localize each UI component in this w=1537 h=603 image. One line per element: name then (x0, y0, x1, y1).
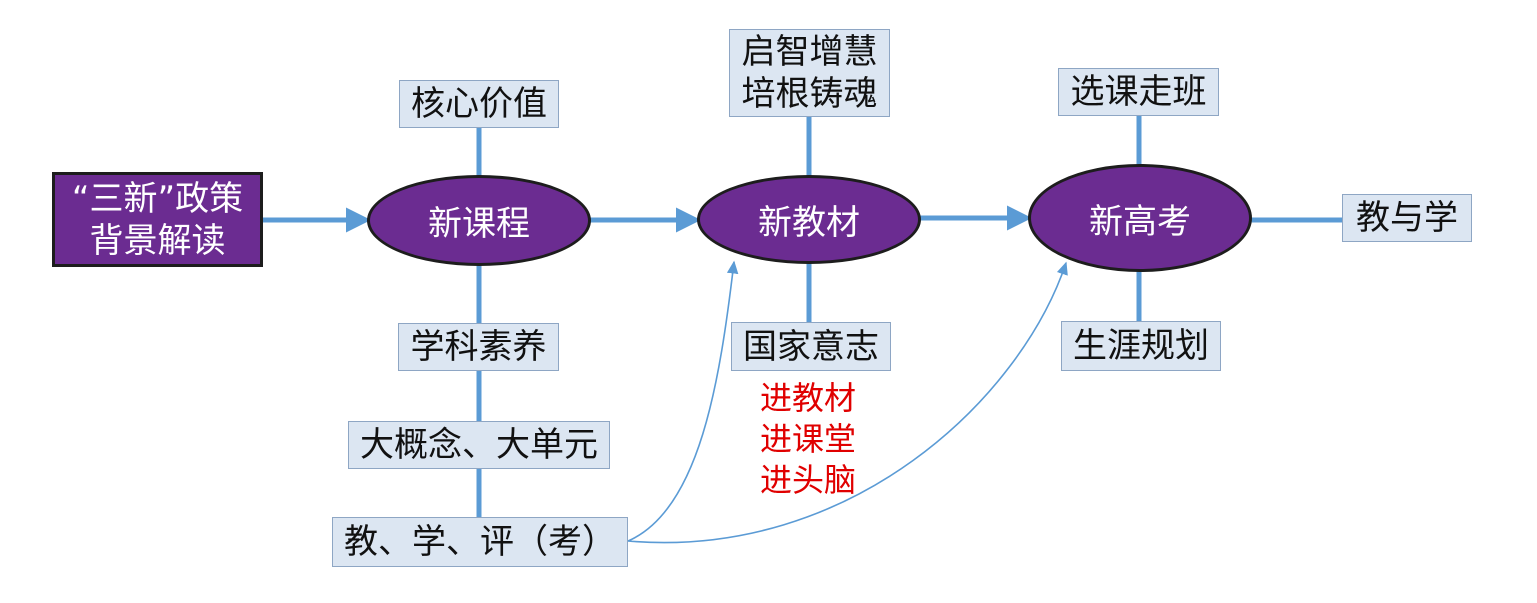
career-planning-box: 生涯规划 (1061, 321, 1221, 371)
policy-background-box: “三新”政策 背景解读 (52, 172, 263, 267)
teach-learn-eval-box: 教、学、评（考） (332, 517, 628, 567)
stage-exam: 新高考 (1028, 164, 1252, 272)
national-will-box: 国家意志 (731, 322, 891, 371)
teach-and-learn-box: 教与学 (1342, 194, 1472, 242)
wisdom-roots-box: 启智增慧 培根铸魂 (729, 29, 890, 117)
red-notes: 进教材 进课堂 进头脑 (738, 378, 878, 501)
subject-literacy-box: 学科素养 (398, 323, 559, 371)
red-note-2: 进课堂 (759, 420, 856, 458)
wisdom-line-1: 启智增慧 (741, 32, 878, 72)
stage-curriculum: 新课程 (367, 175, 591, 266)
curve-eval-to-exam (627, 261, 1068, 544)
big-concepts-box: 大概念、大单元 (348, 421, 610, 469)
policy-line-1: “三新”政策 (71, 178, 244, 219)
stage-textbook: 新教材 (697, 175, 921, 264)
red-note-3: 进头脑 (759, 461, 856, 499)
red-note-1: 进教材 (759, 379, 856, 417)
core-values-box: 核心价值 (399, 80, 559, 128)
curve-eval-to-textbook (627, 260, 739, 542)
wisdom-line-2: 培根铸魂 (741, 74, 878, 114)
policy-line-2: 背景解读 (89, 220, 226, 261)
course-selection-box: 选课走班 (1058, 68, 1219, 116)
